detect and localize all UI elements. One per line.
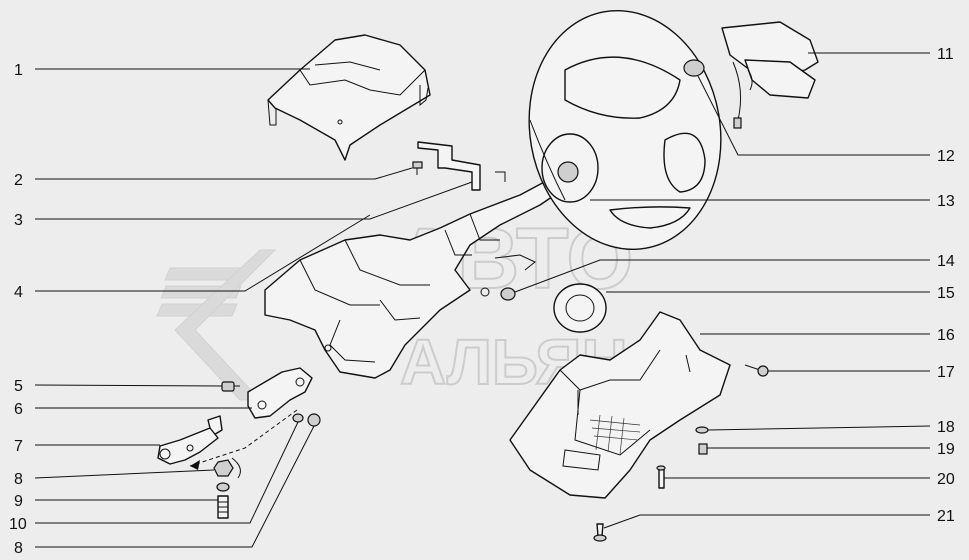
- callout-19: 19: [937, 441, 955, 458]
- callout-9: 9: [14, 493, 23, 510]
- leader-2: [35, 167, 413, 180]
- callout-8b: 8: [14, 540, 23, 557]
- leader-3: [35, 181, 473, 220]
- upper-shroud-part: [267, 34, 431, 161]
- lower-shroud-part: [509, 311, 731, 499]
- leader-5: [34, 384, 223, 387]
- callout-15: 15: [937, 285, 955, 302]
- leader-12: [697, 75, 930, 156]
- leader-21: [603, 514, 930, 529]
- callout-12: 12: [937, 148, 955, 165]
- callout-14: 14: [937, 253, 955, 270]
- pin-20-part: [656, 465, 666, 489]
- leader-4: [35, 214, 371, 292]
- airbag-module-part: [721, 21, 819, 129]
- nut-14-part: [500, 287, 516, 301]
- assembly-arrow: [189, 409, 298, 479]
- callout-17: 17: [937, 364, 955, 381]
- bolt-9-part: [217, 495, 229, 519]
- callout-20: 20: [937, 471, 955, 488]
- bolt-2-part: [412, 161, 423, 175]
- nut-8-part: [213, 459, 234, 477]
- leader-8b: [35, 425, 315, 548]
- callout-11: 11: [937, 46, 954, 63]
- ring-15-part: [553, 283, 607, 333]
- washer-lower-part: [216, 482, 230, 492]
- callout-8a: 8: [14, 471, 23, 488]
- leader-18: [707, 425, 931, 431]
- leader-lines: [34, 52, 931, 548]
- bracket-3-part: [417, 141, 506, 191]
- callout-10: 10: [9, 516, 27, 533]
- callout-21: 21: [937, 508, 955, 525]
- bolt-5-part: [221, 381, 240, 392]
- leader-10: [35, 421, 299, 524]
- cap-12-part: [683, 59, 705, 77]
- washer-18-part: [695, 426, 709, 434]
- leader-8a: [34, 469, 215, 479]
- callout-13: 13: [937, 193, 955, 210]
- steering-wheel-part: [528, 9, 722, 251]
- callout-16: 16: [937, 327, 955, 344]
- callout-4: 4: [14, 284, 23, 301]
- washer-10-part: [292, 413, 304, 423]
- screw-17-part: [744, 364, 769, 377]
- leader-14: [514, 259, 930, 293]
- screw-19-part: [698, 443, 708, 455]
- clip-21-part: [593, 523, 607, 542]
- callout-5: 5: [14, 378, 23, 395]
- callout-18: 18: [937, 419, 955, 436]
- callout-7: 7: [14, 438, 23, 455]
- universal-joint-6-part: [247, 367, 313, 419]
- callout-6: 6: [14, 401, 23, 418]
- callout-2: 2: [14, 172, 23, 189]
- callout-numbers: 1 2 3 4 5 6 7 8 9 10 8 11 12 13 14 15 16…: [9, 46, 955, 557]
- nut-8b-part: [307, 413, 321, 427]
- callout-3: 3: [14, 212, 23, 229]
- callout-1: 1: [14, 62, 23, 79]
- intermediate-joint-7-part: [157, 415, 223, 465]
